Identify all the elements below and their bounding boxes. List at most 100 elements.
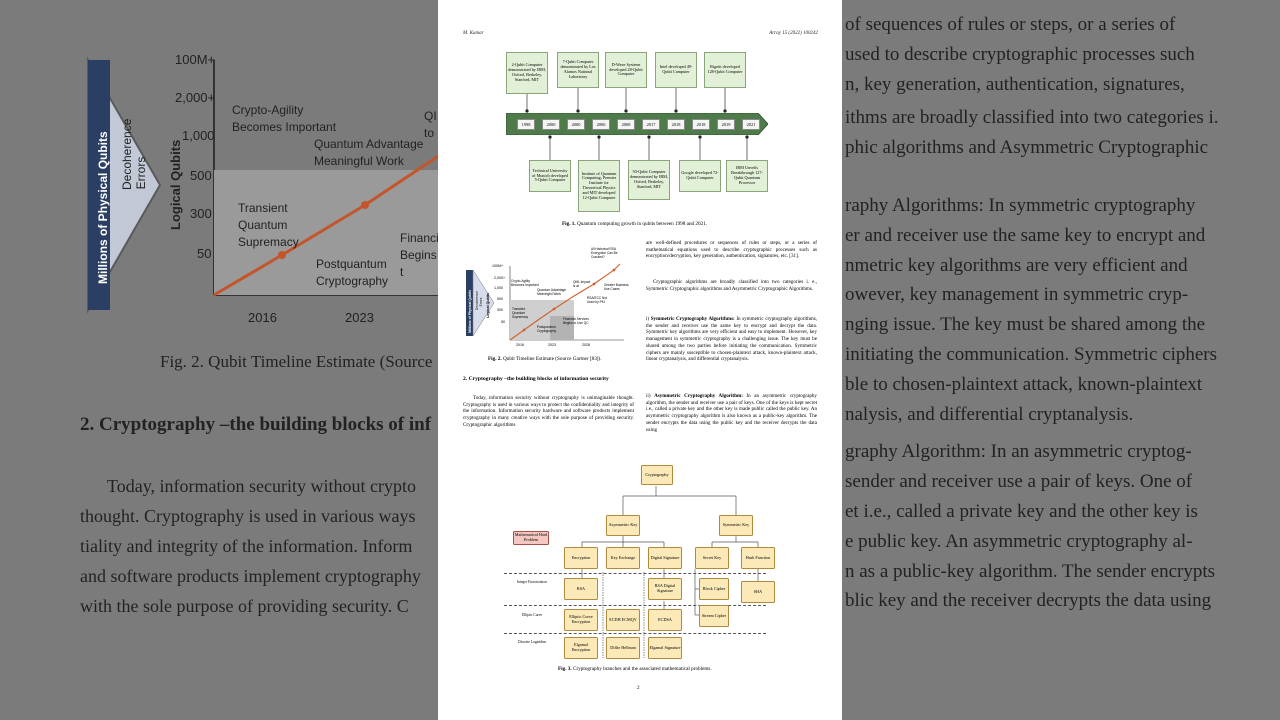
bg-para-line: tiality and integrity of the information… (80, 536, 413, 556)
header-author: M. Kumar (463, 31, 484, 36)
fig2-point (552, 307, 556, 311)
timeline-event-top: 2-Qubit Computer demonstrated by IBM, Ox… (506, 52, 548, 94)
bg-ytick: 2,000+ (175, 90, 216, 105)
fig3-caption-label: Fig. 3. (558, 666, 572, 672)
timeline-year: 2008 (617, 119, 635, 130)
bg-right-line: er and receiver use the same key to encr… (845, 224, 1206, 246)
bg-right-line: phic algorithms and Asymmetric Cryptogra… (845, 137, 1209, 159)
bg-decoherence: Decoherence Errors (120, 119, 148, 190)
node-ecdsa: ECDSA (648, 609, 682, 631)
timeline-year: 2018 (692, 119, 710, 130)
bg-ytick: 100M+ (175, 52, 216, 67)
timeline-event-top: Rigetti developed 128-Qubit Computer (704, 52, 746, 88)
timeline-event-bottom: 50-Qubit Computer demonstrated by IBM, O… (628, 160, 670, 200)
right-paragraph-2: Cryptographic algorithms are broadly cla… (646, 279, 817, 292)
bg-side-label: Millions of Physical Qubits (96, 131, 110, 284)
fig2-annotation: All Historical RSA Encryption Can Be Cra… (591, 247, 618, 259)
bg-right-line: nging issue. The key must be shared amon… (845, 314, 1206, 336)
bg-fig2-caption: Fig. 2. Qubit Timeline Estimate (Source (160, 352, 433, 371)
fig2-chart (466, 263, 624, 341)
node-ecdh: ECDH ECMQV (606, 609, 640, 631)
bg-annotation: Quantum Advantage Meaningful Work (314, 137, 424, 168)
timeline-event-bottom: Institute of Quantum Computing, Premier … (578, 160, 620, 212)
bg-right-line: initiating the communication. Symmetric … (845, 344, 1218, 365)
timeline-year: 2000 (567, 119, 585, 130)
bg-right-line: n as a public-key algorithm. The sender … (845, 560, 1216, 582)
node-encryption: Encryption (564, 547, 598, 569)
list-num: ii) (646, 393, 651, 399)
bg-axis-label: Logical Qubits (168, 139, 183, 230)
bg-right-line: graphy Algorithm: In an asymmetric crypt… (845, 441, 1192, 463)
row-label-elliptic-curve: Elliptic Curve (521, 613, 543, 617)
bg-right-line: of sequences of rules or steps, or a ser… (845, 14, 1176, 35)
fig2-xtick: 2023 (548, 343, 556, 347)
timeline-year: 2006 (592, 119, 610, 130)
bg-right-line: ble to chosen-plaintext attack, known-pl… (845, 373, 1203, 395)
node-symmetric-key: Symmetric Key (719, 515, 753, 536)
fig3-caption: Fig. 3. Cryptography branches and the as… (558, 666, 712, 672)
timeline-event-top: Intel developed 49-Qubit Computer (655, 52, 697, 88)
node-diffie-hellman: Diffie Hellman (606, 637, 640, 659)
node-secret-key: Secret Key (695, 547, 729, 569)
timeline-year: 2017 (642, 119, 660, 130)
bg-para-line: with the sole purpose of providing secur… (80, 596, 409, 616)
fig1-caption-label: Fig. 1. (562, 221, 576, 227)
page-number: 2 (637, 685, 640, 691)
bg-xtick: 2023 (345, 310, 374, 325)
section-paragraph: Today, information security without cryp… (463, 395, 634, 428)
bg-annotation: Financia Begins t (400, 231, 446, 279)
fig2-caption-text: Qubit Timeline Estimate (Source Gartner … (503, 356, 602, 362)
list-num: i) (646, 316, 650, 322)
timeline-year: 2018 (667, 119, 685, 130)
bg-section-title: 2. Cryptography –the building blocks of … (80, 414, 432, 435)
fig2-ytick: 100M+ (492, 264, 504, 268)
list-item-asymmetric: ii) Asymmetric Cryptography Algorithm: I… (646, 393, 817, 433)
bg-right-line: nalysis, and differential cryptanalysis. (845, 403, 1134, 425)
list-title: Symmetric Cryptography Algorithms: (650, 316, 735, 322)
timeline-year: 1998 (517, 119, 535, 130)
timeline-year: 2019 (717, 119, 735, 130)
fig2-ytick: 1,000 (494, 286, 503, 290)
fig2-decoherence: Decoherence Errors (475, 291, 483, 310)
node-asymmetric-key: Asymmetric Key (606, 515, 640, 536)
node-rsa-signature: RSA Digital Signature (648, 578, 682, 600)
node-block-cipher: Block Cipher (699, 578, 729, 600)
bg-right-line: raphy Algorithms: In symmetric cryptogra… (845, 195, 1196, 216)
header-journal: Array 15 (2022) 100242 (769, 31, 818, 36)
bg-right-line: ithms are broadly classified into two ca… (845, 107, 1219, 129)
fig2-xtick: 2028 (582, 343, 590, 347)
bg-right-line: et i.e., called a private key and the ot… (845, 501, 1198, 522)
timeline-event-top: D-Wave Systems developed 28-Qubit Comput… (605, 52, 647, 88)
bg-right-line: sender and receiver use a pair of keys. … (845, 471, 1193, 493)
fig2-ytick: 50 (501, 320, 505, 324)
node-key-exchange: Key Exchange (606, 547, 640, 569)
timeline-event-bottom: Technical University of Munich developed… (529, 160, 571, 192)
fig2-annotation: Financial Services Begins to Use QC (563, 317, 589, 325)
bg-para-line: thought. Cryptography is used in various… (80, 506, 416, 526)
fig2-point (522, 328, 526, 332)
timeline-event-top: 7-Qubit Computer demonstrated by Los Ala… (557, 52, 599, 88)
fig2-shade-dark (550, 316, 574, 340)
node-cryptography: Cryptography (641, 465, 673, 485)
row-label-integer-factorization: Integer Factorization (516, 580, 548, 584)
bg-ytick: 1,000 (182, 128, 215, 143)
list-item-symmetric: i) Symmetric Cryptography Algorithms: In… (646, 316, 817, 363)
fig2-ytick: 2,000+ (494, 276, 506, 280)
section-title: 2. Cryptography –the building blocks of … (463, 376, 609, 382)
fig2-annotation: Crypto-Agility Becomes Important (511, 279, 539, 287)
bg-ytick: 50 (197, 246, 212, 261)
timeline-year: 2021 (742, 119, 760, 130)
fig2-series-line (509, 263, 621, 341)
fig2-annotation: QML Impact is at (573, 280, 591, 288)
fig2-point (612, 268, 616, 272)
right-paragraph-1: are well-defined procedures or sequences… (646, 240, 817, 260)
fig2-point (592, 282, 596, 286)
node-sha: SHA (741, 581, 775, 603)
bg-right-line: nmetric key algorithms are very efficien… (845, 254, 1188, 276)
node-rsa: RSA (564, 578, 598, 600)
fig2-side-bar (466, 270, 473, 336)
fig2-annotation: Transient Quantum Supremacy (512, 307, 529, 319)
bg-para-line: and software products implement cryptogr… (80, 566, 421, 586)
fig2-annotation: Greater Business Use Cases (604, 283, 629, 291)
fig2-ytick: 500 (497, 297, 503, 301)
